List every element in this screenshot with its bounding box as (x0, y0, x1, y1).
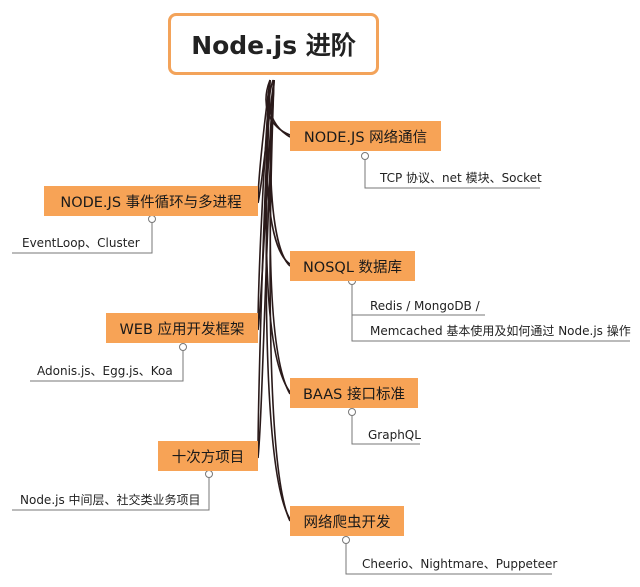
root-topic[interactable]: Node.js 进阶 (168, 13, 379, 75)
detail-projects: Node.js 中间层、社交类业务项目 (20, 493, 201, 507)
leaf-line-network (364, 158, 540, 189)
leaf-line-nosql (351, 283, 630, 342)
detail-network: TCP 协议、net 模块、Socket (380, 171, 542, 185)
connector-projects-2 (257, 79, 275, 459)
topic-nosql[interactable]: NOSQL 数据库 (290, 251, 415, 281)
leaf-line-web (30, 349, 184, 382)
connector-projects (257, 79, 271, 457)
detail-eventloop: EventLoop、Cluster (22, 236, 140, 250)
topic-network[interactable]: NODE.JS 网络通信 (290, 121, 441, 151)
leaf-line-eventloop (12, 221, 153, 254)
connector-network-2 (268, 79, 291, 138)
topic-eventloop[interactable]: NODE.JS 事件循环与多进程 (44, 186, 258, 216)
connector-eventloop (257, 79, 271, 202)
topic-baas[interactable]: BAAS 接口标准 (290, 378, 418, 408)
topic-crawler[interactable]: 网络爬虫开发 (290, 506, 404, 536)
detail-web: Adonis.js、Egg.js、Koa (37, 364, 173, 378)
collapse-toggle-projects (205, 470, 213, 478)
connector-crawler (265, 79, 291, 520)
leaf-line-baas (351, 414, 420, 445)
topic-web[interactable]: WEB 应用开发框架 (106, 313, 258, 343)
collapse-toggle-eventloop (148, 215, 156, 223)
detail-nosql-2: Memcached 基本使用及如何通过 Node.js 操作 (370, 324, 631, 338)
collapse-toggle-baas (348, 408, 356, 416)
detail-baas: GraphQL (368, 428, 421, 442)
detail-nosql-1: Redis / MongoDB / (370, 299, 480, 313)
detail-crawler: Cheerio、Nightmare、Puppeteer (362, 557, 558, 571)
leaf-line-projects (12, 476, 210, 511)
topic-projects[interactable]: 十次方项目 (158, 441, 258, 471)
connector-crawler-2 (269, 79, 291, 522)
collapse-toggle-network (361, 152, 369, 160)
collapse-toggle-crawler (342, 536, 350, 544)
leaf-line-crawler (345, 542, 552, 575)
connector-web (257, 79, 271, 329)
collapse-toggle-web (179, 343, 187, 351)
